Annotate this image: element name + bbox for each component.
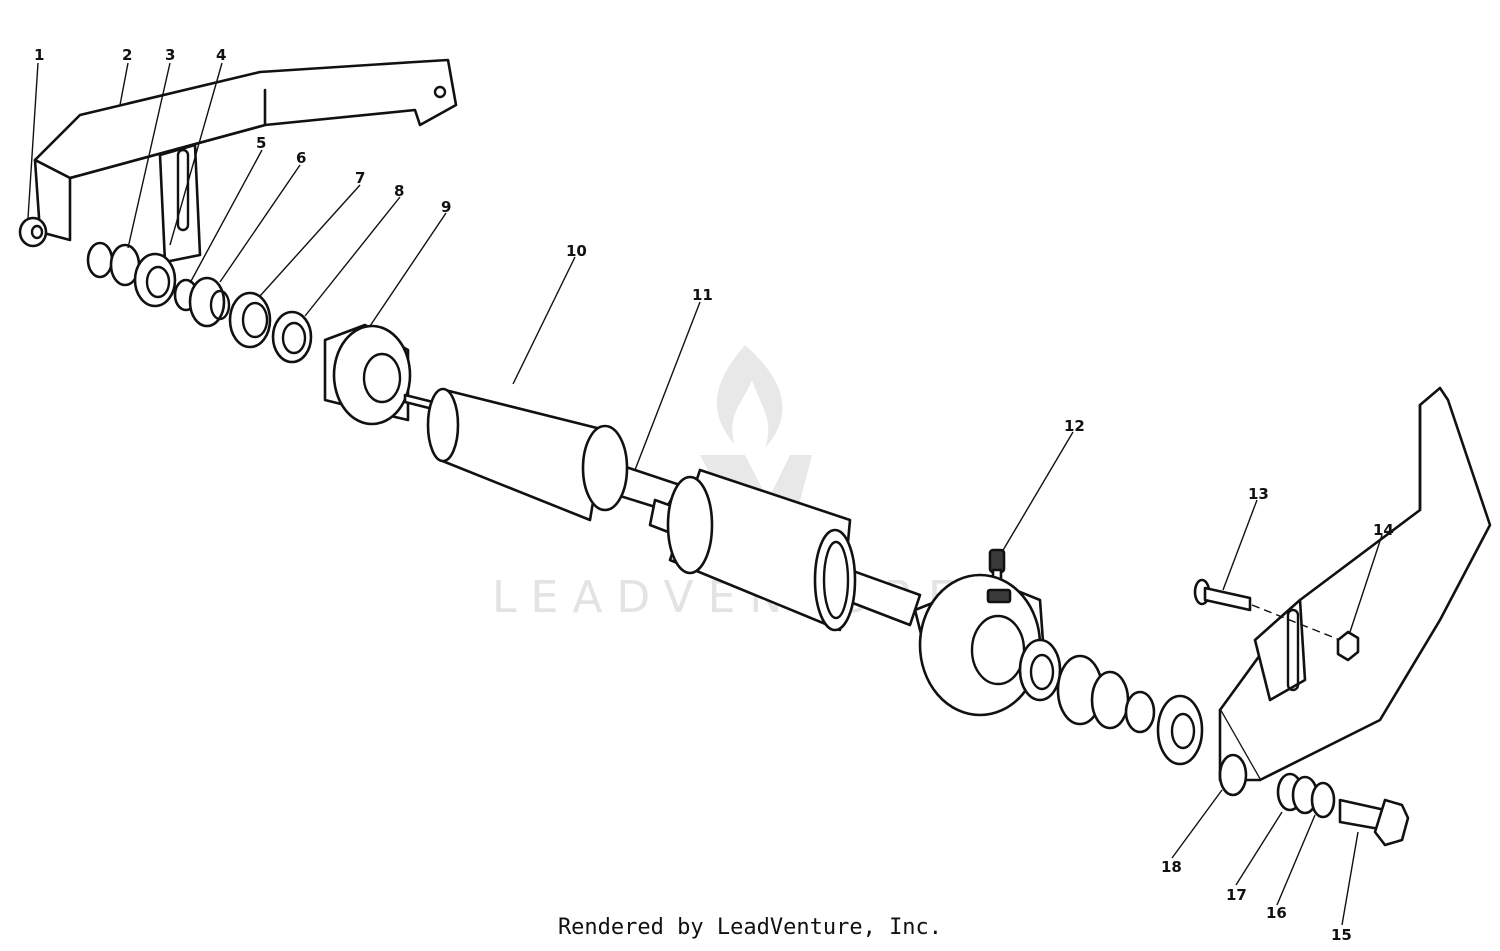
part-16-washer [1310, 781, 1336, 819]
callout-labels: 1 2 3 4 5 6 7 8 9 10 11 12 13 14 15 16 1… [34, 46, 1394, 944]
part-7-bearing-cup [228, 291, 272, 349]
part-6-bearing-cone [188, 276, 231, 328]
callout-11: 11 [692, 286, 713, 304]
part-9-hub [323, 323, 412, 426]
part-14-nut [1336, 630, 1360, 662]
part-10-roller-tube-left [426, 387, 629, 522]
callout-4: 4 [216, 46, 226, 64]
footer-credit: Rendered by LeadVenture, Inc. [557, 915, 943, 940]
part-17-washer [1276, 772, 1319, 815]
callout-15: 15 [1331, 926, 1352, 944]
callout-9: 9 [441, 198, 451, 216]
callout-3: 3 [165, 46, 175, 64]
callout-17: 17 [1226, 886, 1247, 904]
callout-6: 6 [296, 149, 306, 167]
part-15-bolt [1338, 798, 1410, 847]
callout-18: 18 [1161, 858, 1182, 876]
part-13-bolt [1193, 578, 1341, 641]
callout-14: 14 [1373, 521, 1394, 539]
callout-13: 13 [1248, 485, 1269, 503]
part-10-roller-tube-right [666, 468, 857, 632]
left-bracket [33, 58, 458, 264]
callout-5: 5 [256, 134, 266, 152]
leader-lines [27, 62, 1383, 926]
callout-12: 12 [1064, 417, 1085, 435]
callout-16: 16 [1266, 904, 1287, 922]
callout-10: 10 [566, 242, 587, 260]
part-3-spacer [86, 241, 141, 287]
part-1-nut [18, 216, 48, 248]
callout-2: 2 [122, 46, 132, 64]
callout-1: 1 [34, 46, 44, 64]
right-bearing-stack [1018, 638, 1204, 766]
part-4-seal [133, 252, 177, 308]
callout-8: 8 [394, 182, 404, 200]
right-bracket [1218, 386, 1492, 797]
part-8-seal [271, 310, 313, 364]
callout-7: 7 [355, 169, 365, 187]
